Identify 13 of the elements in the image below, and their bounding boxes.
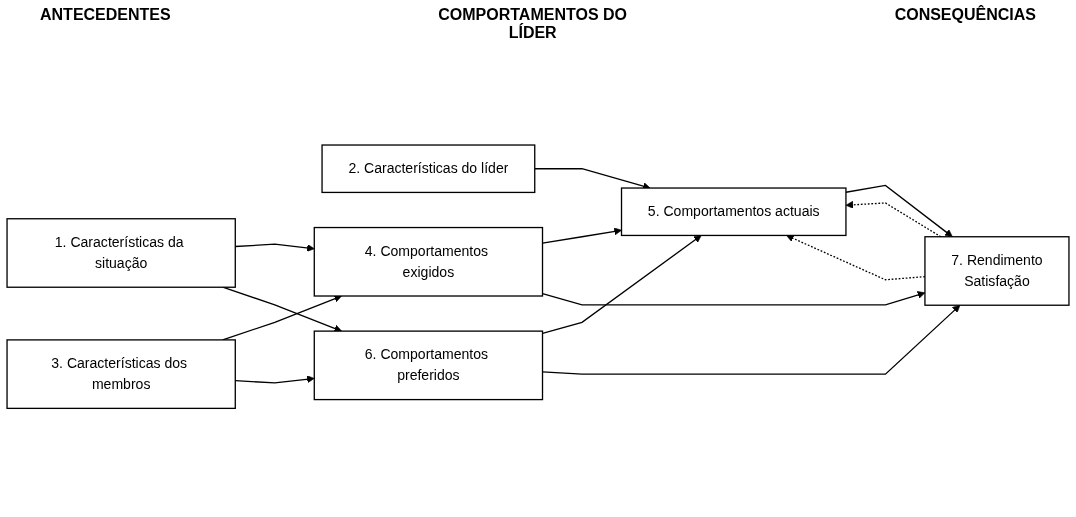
column-heading: ANTECEDENTES — [40, 6, 171, 25]
arrow — [222, 295, 342, 341]
node-box: 2. Características do líder — [321, 144, 536, 194]
node-box: 6. Comportamentos preferidos — [313, 330, 544, 401]
node-box: 5. Comportamentos actuais — [620, 187, 847, 237]
column-heading: CONSEQUÊNCIAS — [894, 6, 1036, 25]
node-box: 3. Características dos membros — [6, 339, 236, 410]
arrow — [541, 235, 702, 335]
node-box: 7. Rendimento Satisfação — [924, 236, 1070, 307]
node-box: 1. Características da situação — [6, 218, 236, 289]
node-box: 4. Comportamentos exigidos — [313, 227, 544, 297]
arrow — [845, 185, 953, 238]
column-heading: COMPORTAMENTOS DO LÍDER — [437, 6, 629, 42]
